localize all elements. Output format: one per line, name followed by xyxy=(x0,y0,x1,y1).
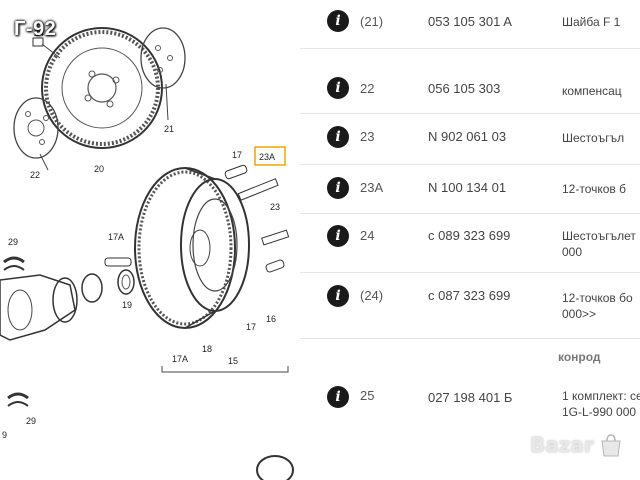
part-row[interactable]: i 23 N 902 061 03 Шестоъгъл xyxy=(300,114,640,165)
callout-19: 19 xyxy=(122,300,132,310)
part-description-line1: 1 комплект: се xyxy=(562,389,640,403)
part-description-line1: 12-точков бо xyxy=(562,291,633,305)
part-number: 027 198 401 Б xyxy=(428,390,513,405)
part-number: с 087 323 699 xyxy=(428,288,511,303)
part-description-line1: Шестоъгълет xyxy=(562,229,636,243)
callout-17-top: 17 xyxy=(232,150,242,160)
part-description: 12-точков б xyxy=(562,182,627,196)
part-row[interactable]: i (21) 053 105 301 A Шайба F 1 xyxy=(300,0,640,49)
part-number: с 089 323 699 xyxy=(428,228,511,243)
part-description-line2: 1G-L-990 000 xyxy=(562,405,637,419)
callout-22: 22 xyxy=(30,170,40,180)
callout-16: 16 xyxy=(266,314,276,324)
part-row[interactable]: i 22 056 105 303 компенсац xyxy=(300,65,640,114)
part-number: 056 105 303 xyxy=(428,81,501,96)
part-number: 053 105 301 A xyxy=(428,14,512,29)
info-icon[interactable]: i xyxy=(327,126,349,148)
part-position: 23 xyxy=(360,129,375,144)
callout-17-bottom: 17 xyxy=(246,322,256,332)
part-description: Шестоъгъл xyxy=(562,131,625,145)
callout-18: 18 xyxy=(202,344,212,354)
info-icon[interactable]: i xyxy=(327,386,349,408)
part-description-line2: 000 xyxy=(562,245,583,259)
part-row[interactable]: i (24) с 087 323 699 12-точков бо 000>> xyxy=(300,274,640,339)
part-position: 25 xyxy=(360,388,375,403)
brand-text: Bazar xyxy=(530,433,594,457)
flywheel-part-20 xyxy=(41,27,163,149)
flywheel-part-15 xyxy=(134,167,250,329)
section-label: конрод xyxy=(558,350,601,364)
part-position: (21) xyxy=(360,14,384,29)
part-row[interactable]: i 24 с 089 323 699 Шестоъгълет 000 xyxy=(300,214,640,273)
callout-21: 21 xyxy=(164,124,174,134)
callout-9: 9 xyxy=(2,430,7,440)
dowel-pin-17 xyxy=(224,164,248,180)
callout-20: 20 xyxy=(94,164,104,174)
info-icon[interactable]: i xyxy=(327,77,349,99)
part-position: 22 xyxy=(360,81,375,96)
part-number: N 100 134 01 xyxy=(428,180,507,195)
callout-15: 15 xyxy=(228,356,238,366)
callout-23: 23 xyxy=(270,202,280,212)
crankshaft xyxy=(0,273,103,341)
bolt-part-23a xyxy=(237,146,286,201)
part-position: (24) xyxy=(360,288,384,303)
part-row-active[interactable]: i 23A N 100 134 01 12-точков б xyxy=(300,165,640,214)
callout-29-bottom: 29 xyxy=(26,416,36,426)
parts-list-panel: i (21) 053 105 301 A Шайба F 1 i 22 056 … xyxy=(300,0,640,480)
pin-part-16 xyxy=(265,259,285,273)
part-description: 1 комплект: се 1G-L-990 000 xyxy=(562,388,640,420)
info-icon[interactable]: i xyxy=(327,285,349,307)
part-description: компенсац xyxy=(562,84,622,98)
callout-23a: 23A xyxy=(259,152,275,162)
part-row[interactable]: i 25 027 198 401 Б 1 комплект: се 1G-L-9… xyxy=(300,372,640,432)
plate-part-21 xyxy=(140,27,186,121)
part-description: Шайба F 1 xyxy=(562,15,621,29)
bearing-part-19 xyxy=(104,257,135,295)
brand-watermark: Bazar xyxy=(530,432,624,458)
exploded-diagram-panel: 24 22 20 21 17 23A 23 17A 29 19 16 17A 1… xyxy=(0,0,301,480)
bolt-part-23 xyxy=(261,229,290,246)
watermark-label: Г-92 xyxy=(14,18,57,40)
callout-24: 24 xyxy=(34,28,44,38)
info-icon[interactable]: i xyxy=(327,10,349,32)
info-icon[interactable]: i xyxy=(327,225,349,247)
callout-29-top: 29 xyxy=(8,237,18,247)
part-description: Шестоъгълет 000 xyxy=(562,228,636,260)
part-description-line2: 000>> xyxy=(562,307,597,321)
bearing-shell-29 xyxy=(3,256,29,407)
bag-icon xyxy=(601,434,621,457)
part-position: 24 xyxy=(360,228,375,243)
part-position: 23A xyxy=(360,180,384,195)
info-icon[interactable]: i xyxy=(327,177,349,199)
bottom-gear xyxy=(256,455,294,480)
callout-17a: 17A xyxy=(108,232,124,242)
part-description: 12-точков бо 000>> xyxy=(562,290,633,322)
plate-part-22 xyxy=(13,97,59,171)
bolt-part-24 xyxy=(32,37,61,59)
part-number: N 902 061 03 xyxy=(428,129,507,144)
flywheel-exploded-diagram: 24 22 20 21 17 23A 23 17A 29 19 16 17A 1… xyxy=(0,27,294,480)
callout-17a-bottom: 17A xyxy=(172,354,188,364)
